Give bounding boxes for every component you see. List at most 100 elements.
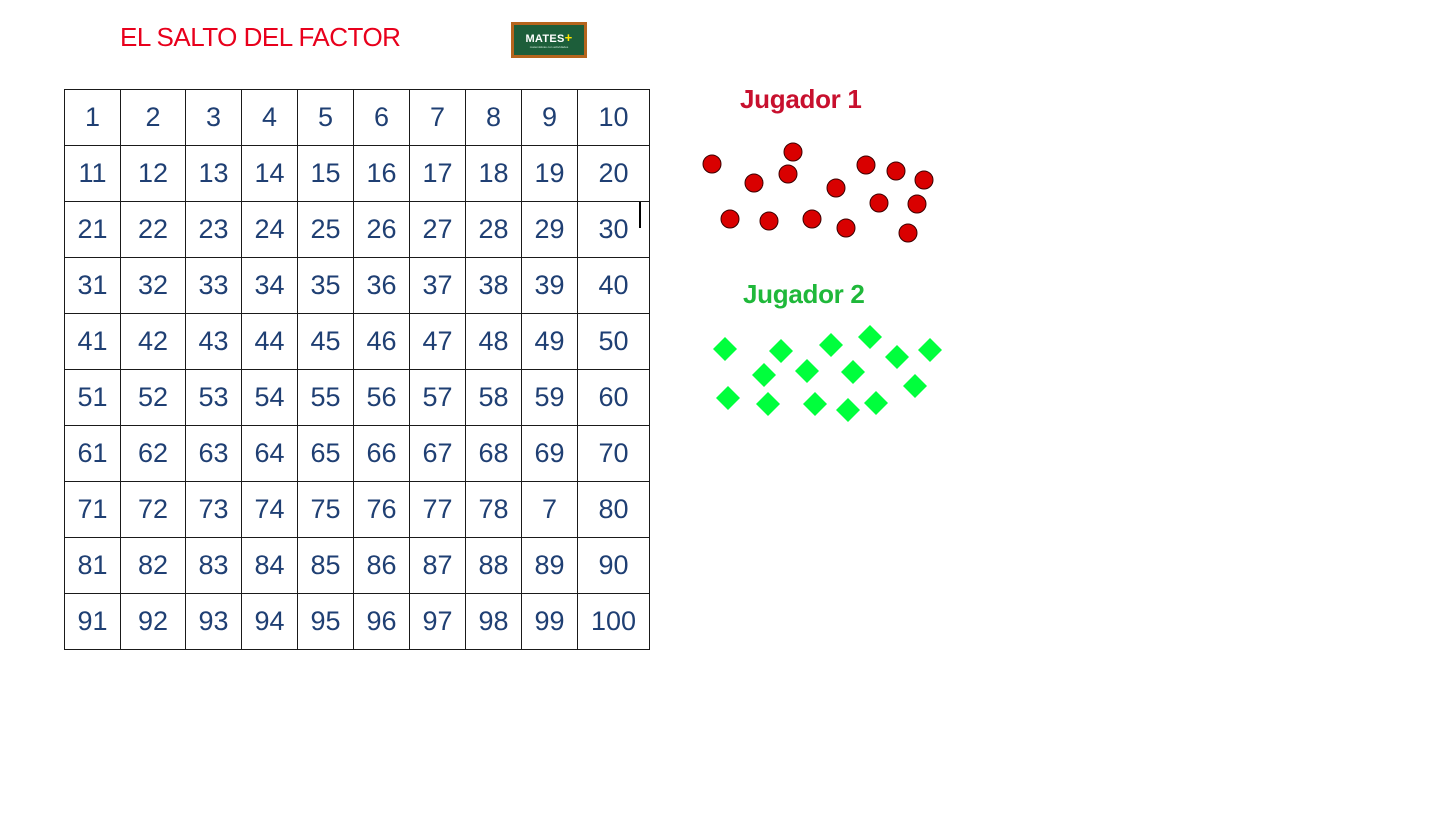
player-1-token[interactable] [869, 193, 889, 213]
player-2-token[interactable] [858, 325, 882, 349]
board-cell[interactable]: 87 [409, 537, 466, 594]
board-cell[interactable]: 15 [297, 145, 354, 202]
board-cell[interactable]: 75 [297, 481, 354, 538]
board-cell[interactable]: 93 [185, 593, 242, 650]
player-1-token[interactable] [836, 218, 856, 238]
board-cell[interactable]: 6 [353, 89, 410, 146]
board-cell[interactable]: 40 [577, 257, 650, 314]
player-1-token[interactable] [914, 170, 934, 190]
player-1-token[interactable] [826, 178, 846, 198]
board-cell[interactable]: 9 [521, 89, 578, 146]
board-cell[interactable]: 84 [241, 537, 298, 594]
board-cell[interactable]: 20 [577, 145, 650, 202]
board-cell[interactable]: 53 [185, 369, 242, 426]
board-cell[interactable]: 51 [64, 369, 121, 426]
board-cell[interactable]: 59 [521, 369, 578, 426]
board-cell[interactable]: 69 [521, 425, 578, 482]
board-cell[interactable]: 72 [120, 481, 186, 538]
board-cell[interactable]: 86 [353, 537, 410, 594]
board-cell[interactable]: 88 [465, 537, 522, 594]
board-cell[interactable]: 70 [577, 425, 650, 482]
board-cell[interactable]: 42 [120, 313, 186, 370]
player-2-token[interactable] [903, 374, 927, 398]
player-1-token[interactable] [744, 173, 764, 193]
board-cell[interactable]: 24 [241, 201, 298, 258]
board-cell[interactable]: 63 [185, 425, 242, 482]
board-cell[interactable]: 35 [297, 257, 354, 314]
board-cell[interactable]: 17 [409, 145, 466, 202]
player-1-token[interactable] [783, 142, 803, 162]
player-1-token[interactable] [720, 209, 740, 229]
board-cell[interactable]: 36 [353, 257, 410, 314]
board-cell[interactable]: 49 [521, 313, 578, 370]
board-cell[interactable]: 5 [297, 89, 354, 146]
player-2-token[interactable] [864, 391, 888, 415]
player-1-token[interactable] [802, 209, 822, 229]
player-2-token[interactable] [752, 363, 776, 387]
board-cell[interactable]: 98 [465, 593, 522, 650]
board-cell[interactable]: 58 [465, 369, 522, 426]
board-cell[interactable]: 99 [521, 593, 578, 650]
board-cell[interactable]: 54 [241, 369, 298, 426]
board-cell[interactable]: 85 [297, 537, 354, 594]
board-cell[interactable]: 91 [64, 593, 121, 650]
player-2-token[interactable] [918, 338, 942, 362]
board-cell[interactable]: 38 [465, 257, 522, 314]
board-cell[interactable]: 92 [120, 593, 186, 650]
board-cell[interactable]: 89 [521, 537, 578, 594]
board-cell[interactable]: 27 [409, 201, 466, 258]
board-cell[interactable]: 66 [353, 425, 410, 482]
board-cell[interactable]: 32 [120, 257, 186, 314]
player-2-token[interactable] [836, 398, 860, 422]
player-1-token[interactable] [759, 211, 779, 231]
board-cell[interactable]: 25 [297, 201, 354, 258]
board-cell[interactable]: 29 [521, 201, 578, 258]
board-cell[interactable]: 90 [577, 537, 650, 594]
board-cell[interactable]: 60 [577, 369, 650, 426]
player-1-token[interactable] [778, 164, 798, 184]
player-2-token[interactable] [769, 339, 793, 363]
board-cell[interactable]: 71 [64, 481, 121, 538]
board-cell[interactable]: 80 [577, 481, 650, 538]
board-cell[interactable]: 45 [297, 313, 354, 370]
player-2-token[interactable] [819, 333, 843, 357]
board-cell[interactable]: 28 [465, 201, 522, 258]
board-cell[interactable]: 96 [353, 593, 410, 650]
board-cell[interactable]: 26 [353, 201, 410, 258]
board-cell[interactable]: 7 [521, 481, 578, 538]
board-cell[interactable]: 83 [185, 537, 242, 594]
board-cell[interactable]: 56 [353, 369, 410, 426]
board-cell[interactable]: 57 [409, 369, 466, 426]
board-cell[interactable]: 61 [64, 425, 121, 482]
board-cell[interactable]: 41 [64, 313, 121, 370]
board-cell[interactable]: 74 [241, 481, 298, 538]
board-cell[interactable]: 73 [185, 481, 242, 538]
board-cell[interactable]: 48 [465, 313, 522, 370]
board-cell[interactable]: 67 [409, 425, 466, 482]
player-1-token[interactable] [886, 161, 906, 181]
board-cell[interactable]: 33 [185, 257, 242, 314]
board-cell[interactable]: 10 [577, 89, 650, 146]
board-cell[interactable]: 14 [241, 145, 298, 202]
board-cell[interactable]: 22 [120, 201, 186, 258]
board-cell[interactable]: 37 [409, 257, 466, 314]
board-cell[interactable]: 3 [185, 89, 242, 146]
board-cell[interactable]: 100 [577, 593, 650, 650]
board-cell[interactable]: 18 [465, 145, 522, 202]
board-cell[interactable]: 23 [185, 201, 242, 258]
board-cell[interactable]: 50 [577, 313, 650, 370]
player-2-token[interactable] [716, 386, 740, 410]
board-cell[interactable]: 8 [465, 89, 522, 146]
board-cell[interactable]: 34 [241, 257, 298, 314]
board-cell[interactable]: 7 [409, 89, 466, 146]
player-2-token[interactable] [756, 392, 780, 416]
board-cell[interactable]: 44 [241, 313, 298, 370]
player-1-token[interactable] [856, 155, 876, 175]
board-cell[interactable]: 11 [64, 145, 121, 202]
board-cell[interactable]: 47 [409, 313, 466, 370]
board-cell[interactable]: 76 [353, 481, 410, 538]
board-cell[interactable]: 64 [241, 425, 298, 482]
board-cell[interactable]: 52 [120, 369, 186, 426]
player-1-token[interactable] [907, 194, 927, 214]
board-cell[interactable]: 16 [353, 145, 410, 202]
